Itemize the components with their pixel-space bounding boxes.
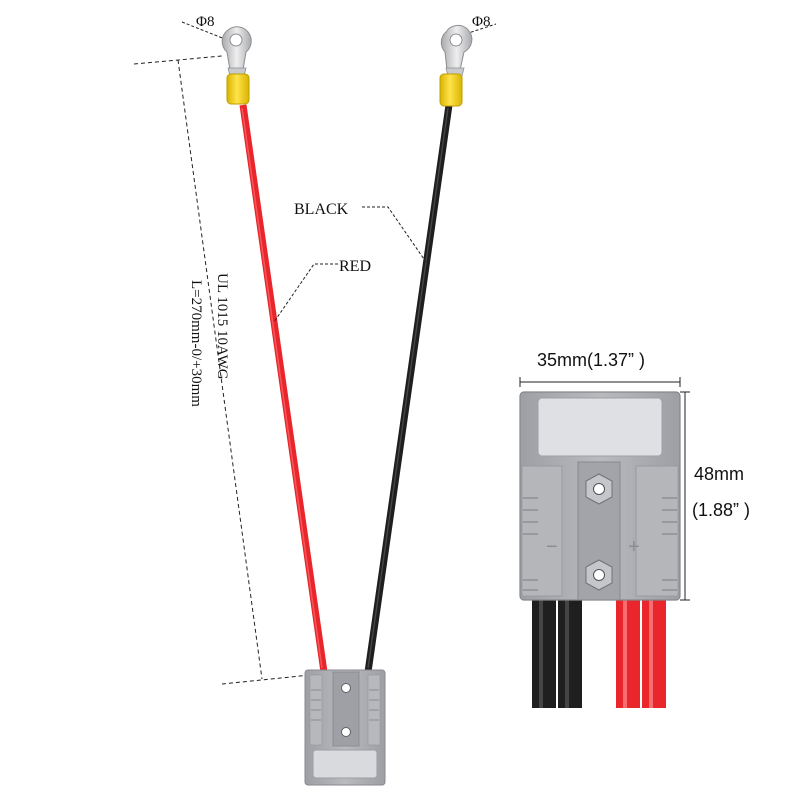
black-label: BLACK	[294, 201, 349, 218]
height-label-in: (1.88” )	[692, 500, 750, 520]
hole-label-right: Φ8	[472, 14, 490, 30]
red-wire	[239, 104, 328, 673]
closeup-plus-sign: +	[628, 536, 640, 558]
closeup-minus-sign: −	[546, 536, 558, 558]
black-leader	[362, 206, 427, 263]
small-connector-hole-bottom	[341, 727, 351, 737]
length-label: L=270mm-0/+30mm	[188, 280, 204, 407]
black-wire-highlight	[367, 107, 449, 669]
width-label: 35mm(1.37” )	[537, 350, 645, 370]
hole-dimension-right	[446, 23, 497, 41]
closeup-hole-top	[593, 483, 605, 495]
hole-label-left: Φ8	[196, 14, 214, 30]
wire-spec-label: UL 1015 10AWG	[214, 273, 230, 380]
closeup-red-wire-1	[616, 600, 640, 708]
width-dimension	[519, 377, 681, 387]
ring-terminal-right	[439, 24, 473, 107]
closeup-top-window	[537, 397, 663, 457]
length-dimension	[133, 55, 321, 685]
closeup-ribs-left	[523, 497, 538, 591]
red-wire-highlight	[241, 107, 323, 669]
small-connector-hole-top	[341, 683, 351, 693]
closeup-black-wire-2	[558, 600, 582, 708]
closeup-ribs-right	[662, 497, 677, 591]
red-label: RED	[339, 258, 371, 275]
height-label-mm: 48mm	[694, 464, 744, 484]
closeup-hole-bottom	[593, 569, 605, 581]
red-leader	[273, 263, 338, 323]
ring-terminal-left	[221, 26, 252, 105]
small-connector	[304, 669, 386, 786]
connector-closeup: − +	[519, 391, 681, 708]
closeup-black-wire-1	[532, 600, 556, 708]
closeup-red-wire-2	[642, 600, 666, 708]
height-dimension	[680, 391, 690, 601]
